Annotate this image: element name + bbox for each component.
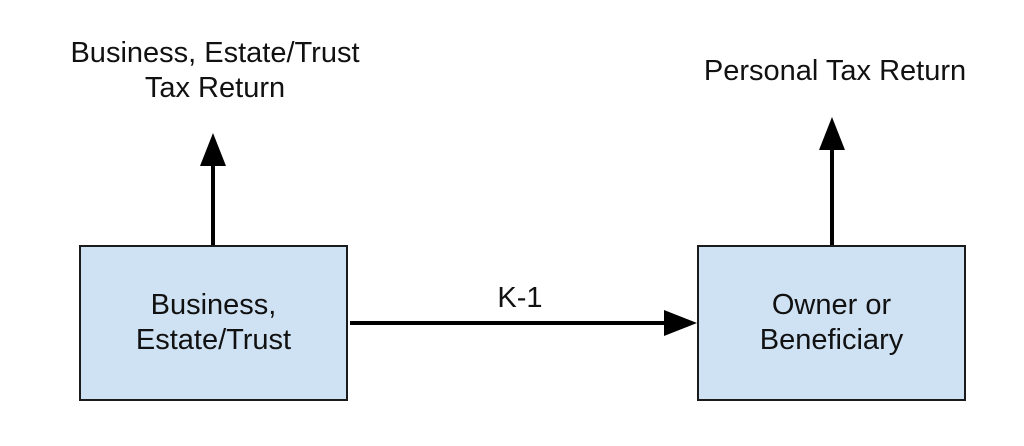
business-tax-return-label: Business, Estate/Trust Tax Return	[30, 36, 400, 106]
k1-label: K-1	[497, 282, 543, 314]
owner-box-line1: Owner or	[771, 289, 892, 322]
business-box-line2: Estate/Trust	[135, 324, 292, 356]
owner-box-line2: Beneficiary	[759, 324, 904, 356]
personal-tax-return-label: Personal Tax Return	[660, 54, 1010, 89]
right-up-arrow	[819, 117, 845, 245]
business-tax-return-line1: Business, Estate/Trust	[70, 37, 360, 69]
business-box-line1: Business,	[150, 289, 277, 322]
business-tax-return-line2: Tax Return	[144, 71, 286, 104]
business-estate-trust-box: Business, Estate/Trust	[79, 245, 348, 401]
personal-tax-return-line1: Personal Tax Return	[703, 55, 967, 87]
left-up-arrow	[200, 133, 226, 245]
owner-beneficiary-box: Owner or Beneficiary	[697, 245, 966, 401]
